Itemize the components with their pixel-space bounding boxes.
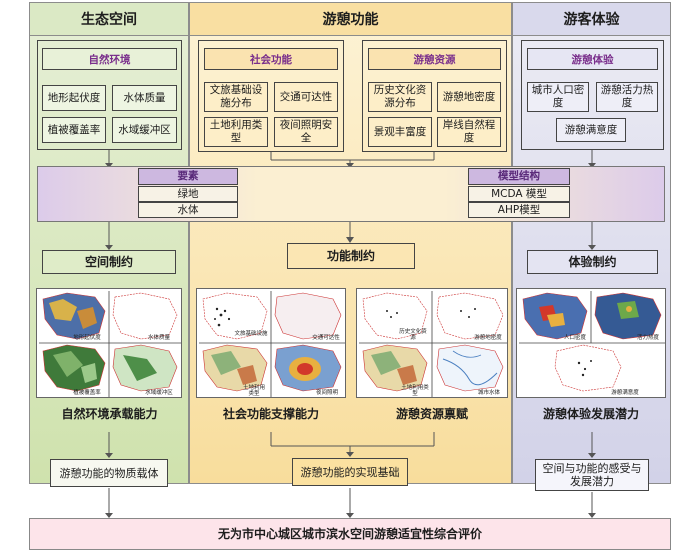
map-caption-traffic: 交通可达性 <box>312 335 340 341</box>
func-outcome: 游憩功能的实现基础 <box>292 458 408 486</box>
exp-outcome: 空间与功能的感受与发展潜力 <box>535 459 649 491</box>
map-caption-culture-infra: 文旅基础设施 <box>234 331 268 337</box>
landscape-richness-box: 景观丰富度 <box>368 117 432 147</box>
eco-outcome: 游憩功能的物质载体 <box>50 459 168 487</box>
social-maps <box>199 291 345 397</box>
land-use-box: 土地利用类型 <box>204 117 268 147</box>
heritage-box: 历史文化资源分布 <box>368 82 432 112</box>
experience-maps-panel: 人口密度 活力热度 游憩满意度 <box>516 288 666 398</box>
experience-header: 游客体验 <box>512 2 671 36</box>
natural-environment-title: 自然环境 <box>42 48 177 70</box>
resource-maps <box>359 291 507 397</box>
model-title: 模型结构 <box>468 168 570 185</box>
vitality-heat-box: 游憩活力热度 <box>596 82 658 112</box>
culture-infra-box: 文旅基础设施分布 <box>204 82 268 112</box>
social-function-title: 社会功能 <box>204 48 338 70</box>
ecology-header: 生态空间 <box>29 2 189 36</box>
map-caption-night-light: 夜间照明 <box>315 390 338 396</box>
social-maps-panel: 文旅基础设施 交通可达性 土地利用类型 夜间照明 <box>196 288 346 398</box>
recreation-experience-title: 游憩体验 <box>527 48 658 70</box>
map-caption-land-use: 土地利用类型 <box>242 385 265 397</box>
water-quality-box: 水体质量 <box>112 85 177 111</box>
experience-constraint: 体验制约 <box>527 250 658 274</box>
shoreline-box: 岸线自然程度 <box>437 117 501 147</box>
ecology-maps-panel: 地形起伏度 水体质量 植被覆盖率 水域缓冲区 <box>36 288 182 398</box>
function-header: 游憩功能 <box>189 2 512 36</box>
map-caption-land-use-2: 土地利用类型 <box>401 385 429 397</box>
factor-water: 水体 <box>138 202 238 218</box>
model-ahp: AHP模型 <box>468 202 570 218</box>
satisfaction-box: 游憩满意度 <box>556 118 626 142</box>
map-caption-water-quality: 水体质量 <box>147 335 170 341</box>
map-caption-satisfaction: 游憩满意度 <box>611 390 639 396</box>
model-mcda: MCDA 模型 <box>468 186 570 202</box>
map-caption-water-buffer: 水域缓冲区 <box>145 390 173 396</box>
eco-capacity-label: 自然环境承载能力 <box>61 407 158 421</box>
map-caption-recreation-density: 游憩地密度 <box>474 335 502 341</box>
ecology-maps <box>39 291 181 397</box>
map-caption-vitality: 活力热度 <box>636 335 659 341</box>
map-caption-terrain: 地形起伏度 <box>73 335 101 341</box>
social-function-group <box>198 40 344 152</box>
traffic-box: 交通可达性 <box>274 82 338 112</box>
natural-environment-group <box>37 40 182 150</box>
experience-maps <box>519 291 665 392</box>
terrain-box: 地形起伏度 <box>42 85 106 111</box>
recreation-density-box: 游憩地密度 <box>437 82 501 112</box>
map-caption-heritage: 历史文化资源 <box>399 329 427 341</box>
factor-greenland: 绿地 <box>138 186 238 202</box>
night-light-box: 夜间照明安全 <box>274 117 338 147</box>
recreation-resource-title: 游憩资源 <box>368 48 501 70</box>
factor-model-band <box>37 166 665 222</box>
water-buffer-box: 水域缓冲区 <box>112 117 177 143</box>
spatial-constraint: 空间制约 <box>42 250 176 274</box>
factor-title: 要素 <box>138 168 238 185</box>
vegetation-box: 植被覆盖率 <box>42 117 106 143</box>
final-evaluation: 无为市中心城区城市滨水空间游憩适宜性综合评价 <box>29 518 671 550</box>
map-caption-city-water: 城市水体 <box>477 390 500 396</box>
population-density-box: 城市人口密度 <box>527 82 589 112</box>
recreation-experience-group <box>521 40 664 150</box>
recreation-resource-group <box>362 40 507 152</box>
social-capacity-label: 社会功能支撑能力 <box>222 407 319 421</box>
map-caption-pop-density: 人口密度 <box>563 335 586 341</box>
map-caption-vegetation: 植被覆盖率 <box>73 390 101 396</box>
functional-constraint: 功能制约 <box>287 243 415 269</box>
experience-capacity-label: 游憩体验发展潜力 <box>542 407 639 421</box>
resource-maps-panel: 历史文化资源 游憩地密度 土地利用类型 城市水体 <box>356 288 508 398</box>
resource-capacity-label: 游憩资源禀赋 <box>395 407 468 421</box>
